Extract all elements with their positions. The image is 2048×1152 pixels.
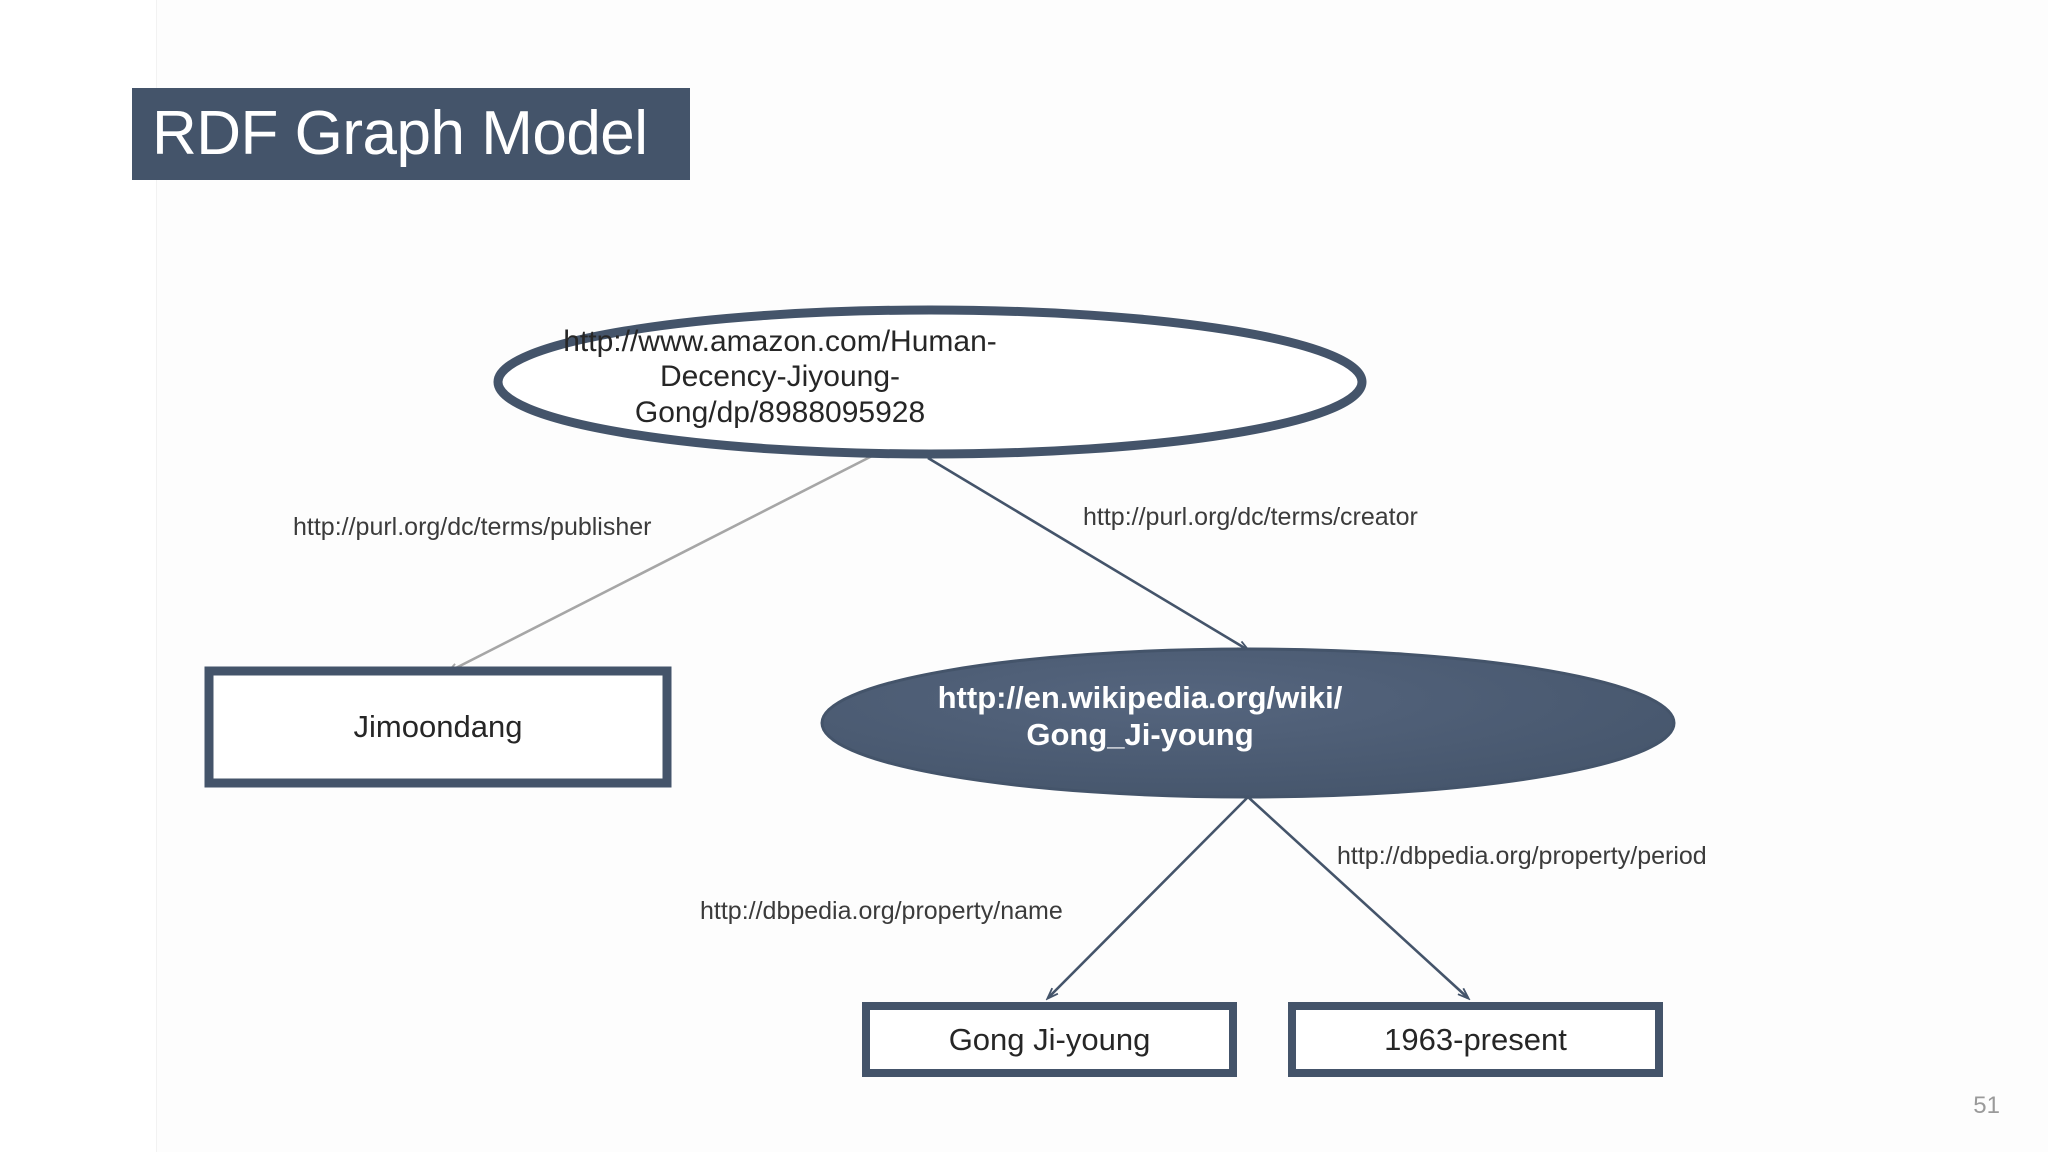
node-name-literal[interactable] [862,1002,1237,1077]
slide-content-panel [156,0,2048,1152]
page-number: 51 [1973,1092,2000,1119]
edge-period-line [1247,796,1468,998]
edge-label-publisher: http://purl.org/dc/terms/publisher [293,513,652,541]
edge-name-line [1048,796,1249,998]
edge-publisher-line [448,454,873,672]
slide-title-band: RDF Graph Model [132,88,690,180]
node-amazon-resource[interactable] [493,305,1367,459]
node-amazon-resource-label: http://www.amazon.com/Human- Decency-Jiy… [563,325,997,429]
node-period-literal[interactable] [1288,1002,1663,1077]
edge-label-period: http://dbpedia.org/property/period [1337,842,1707,870]
edge-creator-line [927,456,1248,650]
node-jimoondang-literal-label: Jimoondang [353,709,523,744]
edge-label-creator: http://purl.org/dc/terms/creator [1083,503,1418,531]
node-wikipedia-resource[interactable] [820,647,1676,799]
node-period-literal-label: 1963-present [1384,1021,1567,1057]
node-wikipedia-resource-label: http://en.wikipedia.org/wiki/ Gong_Ji-yo… [937,680,1343,752]
node-jimoondang-literal[interactable] [204,666,672,788]
page-title: RDF Graph Model [152,99,648,168]
edge-label-name: http://dbpedia.org/property/name [700,897,1063,925]
node-name-literal-label: Gong Ji-young [948,1021,1151,1057]
